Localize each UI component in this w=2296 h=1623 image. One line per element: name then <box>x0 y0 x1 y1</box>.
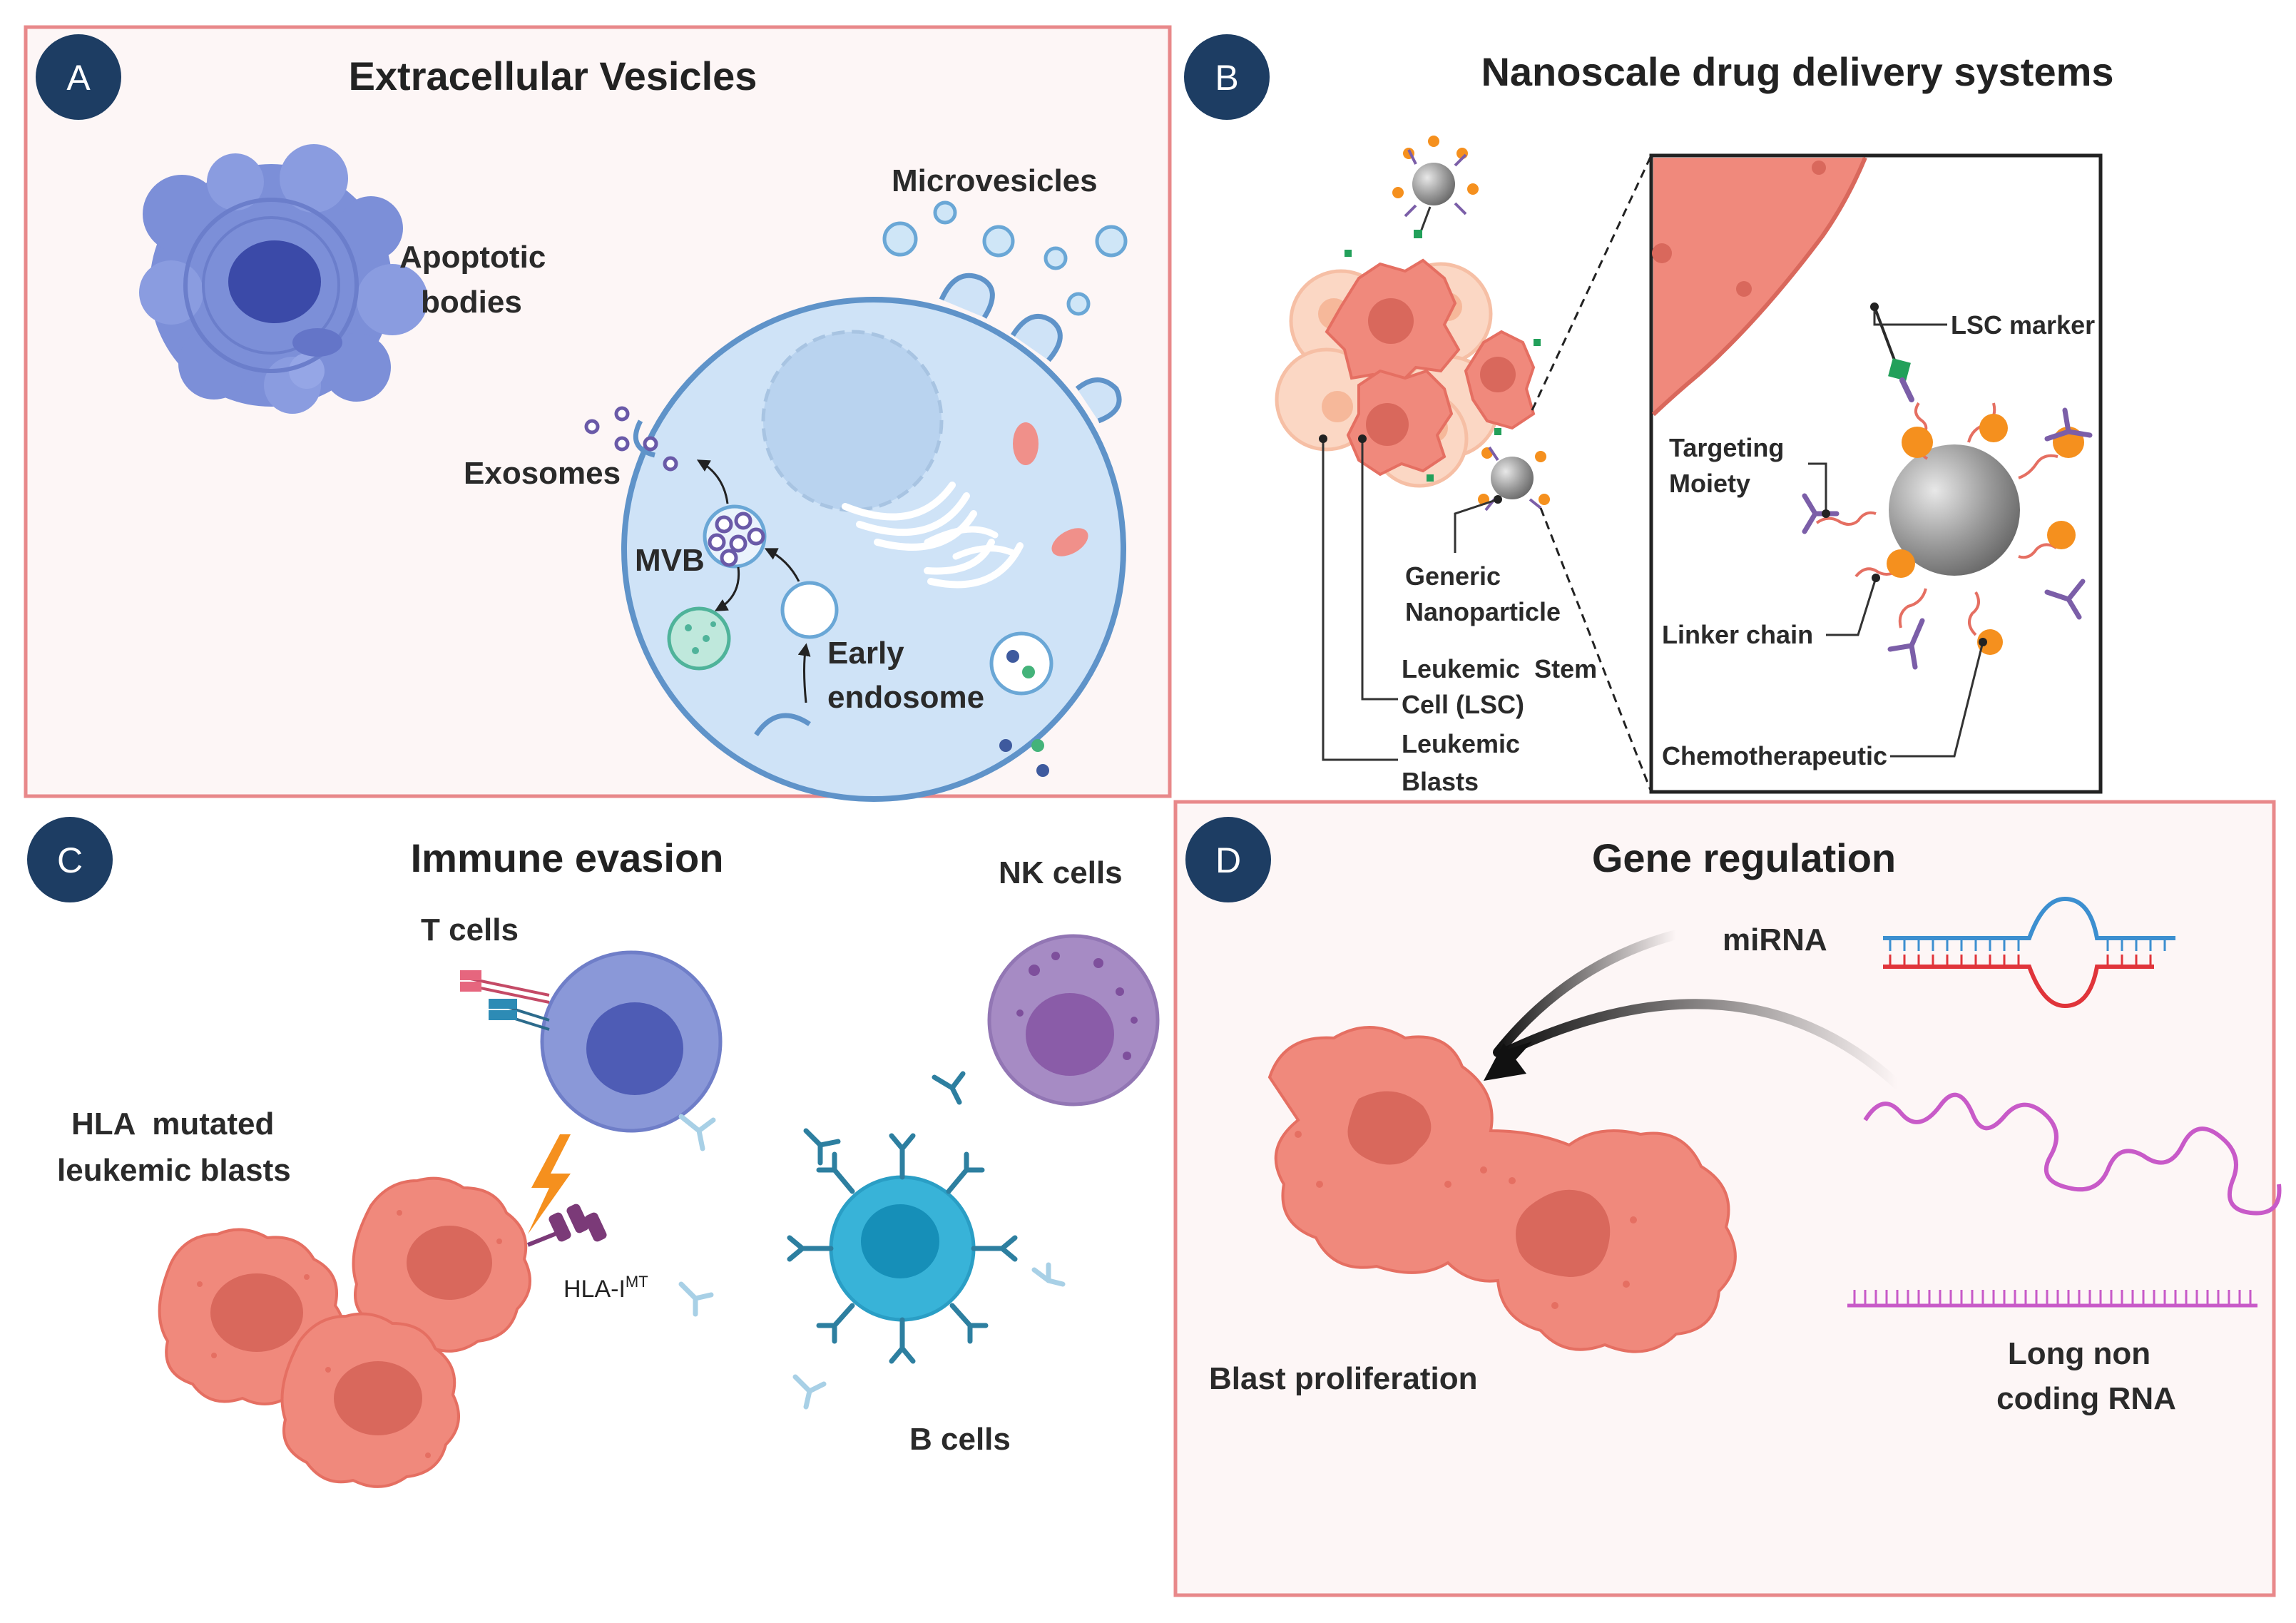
lncrna-label-1: Long non <box>2008 1336 2150 1371</box>
early-label-1: Early <box>827 636 904 671</box>
parent-cell-icon <box>621 273 1126 802</box>
lsc-label-1: Leukemic Stem <box>1402 654 1597 683</box>
panel-b-leaders <box>1319 302 1987 761</box>
panel-d: D Gene regulation miRNA Blast proliferat… <box>1173 800 2282 1597</box>
generic-label-2: Nanoparticle <box>1405 597 1561 626</box>
pathway-arrows <box>696 459 811 703</box>
exosome-particles-icon <box>584 406 678 472</box>
zoom-line-bottom <box>1539 507 1653 793</box>
mirna-icon <box>1883 896 2175 1009</box>
nanoparticle-top-icon <box>1392 136 1479 238</box>
mvb-label: MVB <box>635 543 705 578</box>
exosomes-label: Exosomes <box>464 456 621 491</box>
regulation-arrows <box>1484 930 1902 1089</box>
apoptotic-cell-icon <box>139 144 428 414</box>
hla-label-1: HLA mutated <box>71 1106 274 1141</box>
mirna-label: miRNA <box>1723 922 1827 957</box>
panel-b: B Nanoscale drug delivery systems <box>1184 34 2114 796</box>
nk-cell-icon <box>987 934 1160 1106</box>
rna-strand-icon <box>1847 1290 2257 1308</box>
lsc-label-2: Cell (LSC) <box>1402 690 1524 719</box>
panel-a-title: Extracellular Vesicles <box>349 54 757 98</box>
apoptotic-label-1: Apoptotic <box>399 240 546 275</box>
lsc-marker-label: LSC marker <box>1951 310 2095 340</box>
hla-i-superscript: MT <box>626 1273 648 1291</box>
nk-cells-label: NK cells <box>999 855 1123 890</box>
blast-proliferation-label: Blast proliferation <box>1209 1361 1478 1396</box>
microvesicles-label: Microvesicles <box>892 163 1098 198</box>
t-cell-icon <box>460 950 723 1151</box>
panel-b-badge-label: B <box>1215 58 1238 98</box>
hla-label-2: leukemic blasts <box>57 1153 291 1188</box>
panel-d-badge <box>1185 817 1271 902</box>
targeting-label-2: Moiety <box>1669 469 1750 498</box>
linker-chain-label: Linker chain <box>1662 620 1813 649</box>
leukemic-cluster-icon <box>1275 258 1536 488</box>
microvesicles-icon <box>882 200 1128 316</box>
panel-d-title: Gene regulation <box>1592 835 1896 880</box>
hla-i-label: HLA-IMT <box>563 1273 648 1303</box>
lncrna-icon <box>1863 1092 2282 1216</box>
lightning-icon <box>528 1134 571 1234</box>
panel-c-badge <box>27 817 113 902</box>
early-label-2: endosome <box>827 680 984 715</box>
blasts-label-1: Leukemic <box>1402 729 1520 758</box>
panel-a-badge-label: A <box>66 58 91 98</box>
panel-c: C Immune evasion T cells NK cells HLA mu… <box>27 817 1160 1488</box>
lsc-marker-dots-icon <box>1345 250 1541 482</box>
panel-a-badge <box>36 34 121 120</box>
nanoparticle-bottom-icon <box>1478 446 1550 512</box>
leukemic-blasts-icon <box>158 1176 607 1488</box>
chemotherapeutic-label: Chemotherapeutic <box>1662 741 1887 770</box>
panel-c-badge-label: C <box>57 840 83 880</box>
zoom-line-top <box>1531 155 1653 411</box>
panel-a: A Extracellular Vesicles Apoptotic bodie… <box>24 25 1172 802</box>
targeting-label-1: Targeting <box>1669 433 1784 462</box>
panel-b-badge <box>1184 34 1270 120</box>
generic-label-1: Generic <box>1405 561 1501 591</box>
dividing-blast-icon <box>1267 1026 1737 1353</box>
apoptotic-label-2: bodies <box>421 285 522 320</box>
blasts-label-2: Blasts <box>1402 767 1479 796</box>
released-particles-icon <box>999 739 1049 777</box>
zoom-inset <box>1649 153 2103 794</box>
lncrna-label-2: coding RNA <box>1996 1381 2176 1416</box>
panel-d-badge-label: D <box>1215 840 1241 880</box>
panel-c-title: Immune evasion <box>411 835 724 880</box>
free-antibodies-icon <box>678 1071 1066 1410</box>
b-cells-label: B cells <box>909 1422 1011 1457</box>
panel-b-title: Nanoscale drug delivery systems <box>1481 49 2113 94</box>
t-cells-label: T cells <box>421 912 519 947</box>
b-cell-icon <box>787 1133 1018 1364</box>
